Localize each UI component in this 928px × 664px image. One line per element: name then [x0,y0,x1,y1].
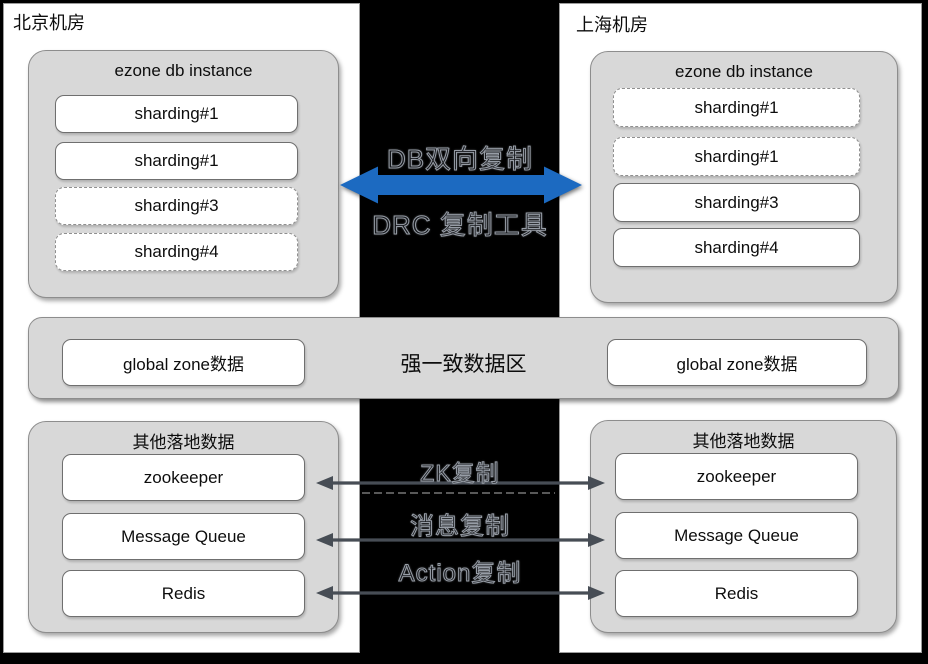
message-replication-label: 消息复制 [410,513,510,541]
strong-consistency-label: 强一致数据区 [400,353,527,376]
shanghai-message-queue-node: Message Queue [615,512,858,559]
beijing-shard-node: sharding#4 [55,233,298,271]
beijing-redis-node: Redis [62,570,305,617]
beijing-db-instance-group: ezone db instance sharding#1 sharding#1 … [28,50,339,298]
shanghai-other-data-title: 其他落地数据 [692,432,795,451]
beijing-db-instance-title: ezone db instance [114,61,253,80]
beijing-shard-node: sharding#1 [55,95,298,133]
shanghai-other-data-group: 其他落地数据 zookeeper Message Queue Redis [590,420,897,633]
action-replication-label: Action复制 [398,560,522,588]
shanghai-zookeeper-node: zookeeper [615,453,858,500]
shanghai-shard-node: sharding#3 [613,183,860,222]
drc-tool-label: DRC 复制工具 [372,210,548,241]
shanghai-global-zone-node: global zone数据 [607,339,867,386]
shanghai-shard-node: sharding#4 [613,228,860,267]
beijing-room-title: 北京机房 [13,13,85,33]
beijing-shard-node: sharding#1 [55,142,298,180]
zk-replication-label: ZK复制 [420,460,500,487]
beijing-message-queue-node: Message Queue [62,513,305,560]
beijing-other-data-title: 其他落地数据 [132,433,235,452]
beijing-shard-node: sharding#3 [55,187,298,225]
strong-consistency-bar: 强一致数据区 global zone数据 global zone数据 [28,317,899,399]
shanghai-redis-node: Redis [615,570,858,617]
beijing-zookeeper-node: zookeeper [62,454,305,501]
shanghai-shard-node: sharding#1 [613,88,860,127]
shanghai-db-instance-title: ezone db instance [675,62,813,81]
db-replication-label: DB双向复制 [386,144,534,175]
beijing-other-data-group: 其他落地数据 zookeeper Message Queue Redis [28,421,339,633]
shanghai-room-title: 上海机房 [576,15,648,35]
beijing-global-zone-node: global zone数据 [62,339,305,386]
shanghai-shard-node: sharding#1 [613,137,860,176]
shanghai-db-instance-group: ezone db instance sharding#1 sharding#1 … [590,51,898,303]
